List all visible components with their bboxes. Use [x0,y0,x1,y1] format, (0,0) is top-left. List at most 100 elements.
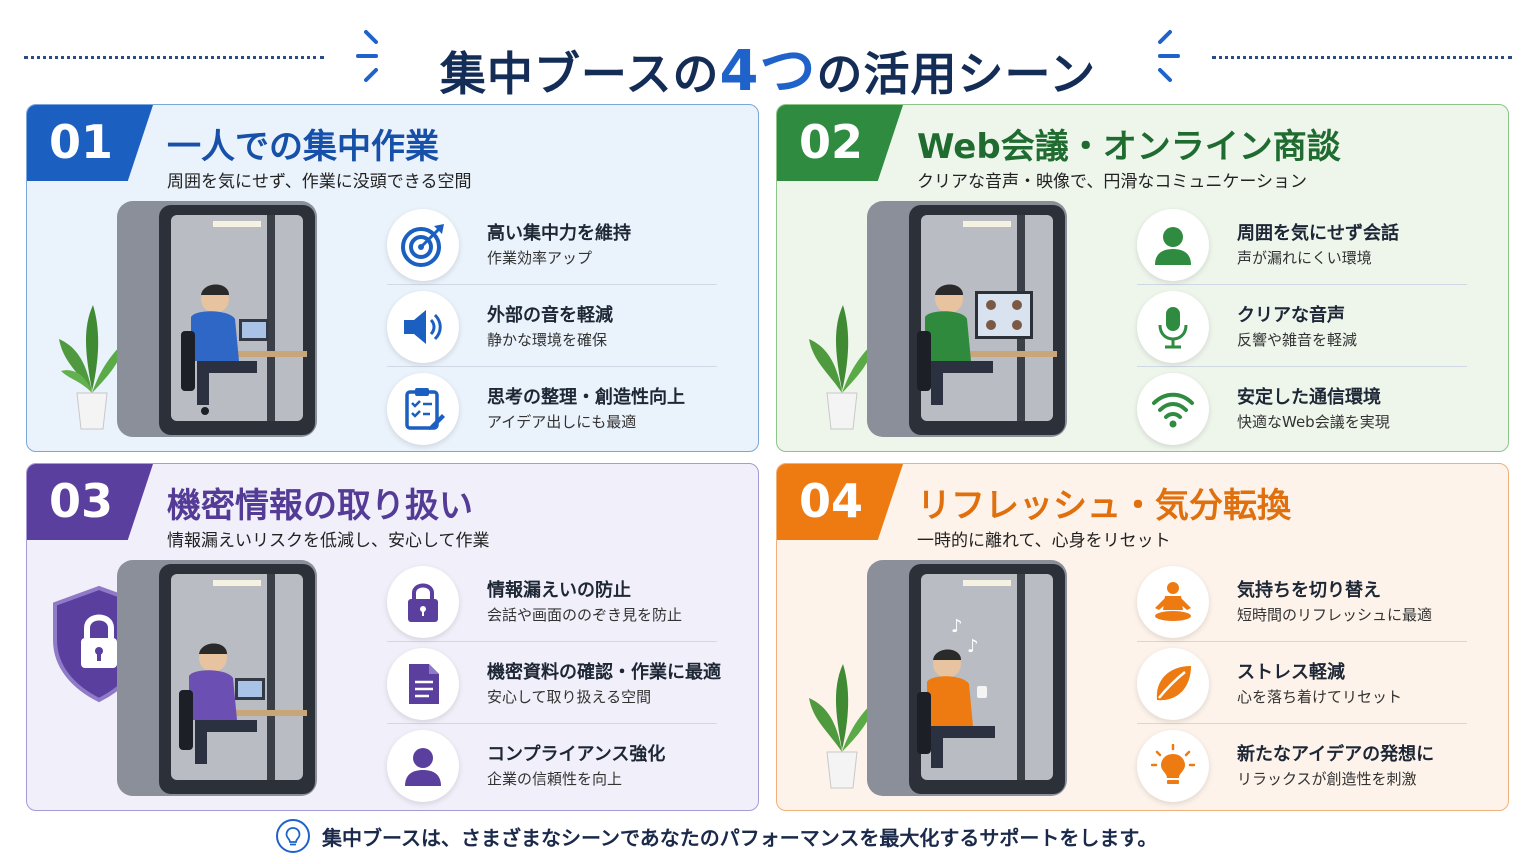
feature-description: 作業効率アップ [487,249,593,267]
scene-title: リフレッシュ・気分転換 [917,486,1291,526]
scene-subtitle: 周囲を気にせず、作業に没頭できる空間 [167,172,472,192]
feature-title: 機密資料の確認・作業に最適 [487,662,721,683]
feature-item: 情報漏えいの防止 会話や画面ののぞき見を防止 [387,560,717,642]
feature-icon-wrapper [1137,566,1209,638]
scene-panel-refresh: 04 リフレッシュ・気分転換 一時的に離れて、心身をリセット ♪ ♪ [776,463,1509,811]
lock-icon [408,583,438,622]
scene-subtitle: 情報漏えいリスクを低減し、安心して作業 [167,531,490,551]
potted-plant-icon [809,664,875,789]
title-row: 集中ブースの4つの活用シーン [0,18,1536,104]
feature-description: 反響や雑音を軽減 [1237,331,1358,349]
feature-item: コンプライアンス強化 企業の信頼性を向上 [387,724,717,806]
feature-item: 安定した通信環境 快適なWeb会議を実現 [1137,367,1467,449]
feature-item: 外部の音を軽減 静かな環境を確保 [387,285,717,367]
title-accent: 4つ [719,39,817,104]
footer-icon-wrapper [276,819,310,853]
footer-message: 集中ブースは、さまざまなシーンであなたのパフォーマンスを最大化するサポートをしま… [276,818,1157,854]
feature-description: 心を落ち着けてリセット [1237,688,1403,706]
svg-text:♪: ♪ [967,636,979,657]
scene-number: 02 [777,105,903,181]
title-text-after: の活用シーン [816,47,1097,101]
feature-title: 新たなアイデアの発想に [1237,744,1435,765]
scene-subtitle: クリアな音声・映像で、円滑なコミュニケーション [917,172,1307,192]
scene-number: 01 [27,105,153,181]
feature-title: クリアな音声 [1237,305,1345,326]
feature-icon-wrapper [387,566,459,638]
feature-icon-wrapper [1137,209,1209,281]
feature-description: 安心して取り扱える空間 [487,688,652,706]
svg-text:♪: ♪ [951,616,963,637]
feature-list: 周囲を気にせず会話 声が漏れにくい環境 クリアな音声 反響や雑音を軽減 [1137,203,1467,449]
person-icon [405,748,441,786]
booth-confidential-illustration [117,560,317,796]
booth-refresh-illustration: ♪ ♪ [867,560,1067,796]
scene-panel-focus-work: 01 一人での集中作業 周囲を気にせず、作業に没頭できる空間 [26,104,759,452]
feature-title: ストレス軽減 [1237,662,1345,683]
feature-icon-wrapper [387,209,459,281]
potted-plant-icon [59,305,125,430]
feature-list: 高い集中力を維持 作業効率アップ 外部の音を軽減 静かな環境を確保 [387,203,717,449]
emphasis-lines-left-icon [356,30,378,82]
feature-list: 情報漏えいの防止 会話や画面ののぞき見を防止 機密資料の確認・作業に最適 安心し… [387,560,721,806]
feature-description: 会話や画面ののぞき見を防止 [487,606,683,624]
feature-item: 周囲を気にせず会話 声が漏れにくい環境 [1137,203,1467,285]
feature-description: 声が漏れにくい環境 [1237,249,1372,267]
emphasis-lines-right-icon [1158,30,1180,82]
feature-icon-wrapper [1137,648,1209,720]
feature-title: 外部の音を軽減 [487,305,613,326]
page-title: 集中ブースの4つの活用シーン [400,26,1136,107]
feature-title: 安定した通信環境 [1237,387,1381,408]
clipboard-icon [405,388,445,430]
feature-description: リラックスが創造性を刺激 [1237,770,1417,788]
booth-meeting-illustration [867,201,1067,437]
feature-description: 企業の信頼性を向上 [487,770,623,788]
feature-list: 気持ちを切り替え 短時間のリフレッシュに最適 ストレス軽減 心を落ち着けてリセッ… [1137,560,1467,806]
title-divider-left [24,56,324,59]
feature-description: 短時間のリフレッシュに最適 [1237,606,1433,624]
feature-item: ストレス軽減 心を落ち着けてリセット [1137,642,1467,724]
footer-text: 集中ブースは、さまざまなシーンであなたのパフォーマンスを最大化するサポートをしま… [322,825,1158,850]
feature-icon-wrapper [387,373,459,445]
speaker-icon [404,310,442,344]
feature-item: 機密資料の確認・作業に最適 安心して取り扱える空間 [387,642,721,724]
feature-icon-wrapper [1137,373,1209,445]
feature-title: 情報漏えいの防止 [487,580,631,601]
scene-title: 一人での集中作業 [167,127,439,167]
feature-item: 思考の整理・創造性向上 アイデア出しにも最適 [387,367,717,449]
scene-subtitle: 一時的に離れて、心身をリセット [917,531,1171,551]
meditation-icon [1155,582,1191,621]
title-text-before: 集中ブースの [439,47,720,101]
lightbulb-icon [1151,744,1195,784]
feature-item: 新たなアイデアの発想に リラックスが創造性を刺激 [1137,724,1467,806]
potted-plant-icon [809,305,875,430]
person-icon [1155,227,1191,265]
feature-item: 気持ちを切り替え 短時間のリフレッシュに最適 [1137,560,1467,642]
document-icon [409,664,439,704]
feature-title: 気持ちを切り替え [1237,580,1381,601]
feature-icon-wrapper [1137,291,1209,363]
feature-icon-wrapper [387,730,459,802]
scene-panel-web-meeting: 02 Web会議・オンライン商談 クリアな音声・映像で、円滑なコミュニケーション [776,104,1509,452]
lightbulb-icon [285,827,301,846]
scene-title: 機密情報の取り扱い [167,486,473,526]
feature-item: クリアな音声 反響や雑音を軽減 [1137,285,1467,367]
wifi-icon [1152,392,1194,428]
feature-item: 高い集中力を維持 作業効率アップ [387,203,717,285]
feature-title: 思考の整理・創造性向上 [487,387,685,408]
booth-focus-illustration [117,201,317,437]
feature-title: 周囲を気にせず会話 [1237,223,1399,244]
scene-number: 03 [27,464,153,540]
feature-title: 高い集中力を維持 [487,223,631,244]
scene-number: 04 [777,464,903,540]
scene-panel-confidential: 03 機密情報の取り扱い 情報漏えいリスクを低減し、安心して作業 [26,463,759,811]
feature-title: コンプライアンス強化 [487,744,666,765]
feature-icon-wrapper [387,648,459,720]
feature-icon-wrapper [387,291,459,363]
microphone-icon [1158,307,1188,349]
title-divider-right [1212,56,1512,59]
leaf-icon [1156,666,1191,701]
feature-icon-wrapper [1137,730,1209,802]
feature-description: アイデア出しにも最適 [487,413,637,431]
feature-description: 快適なWeb会議を実現 [1237,413,1390,431]
